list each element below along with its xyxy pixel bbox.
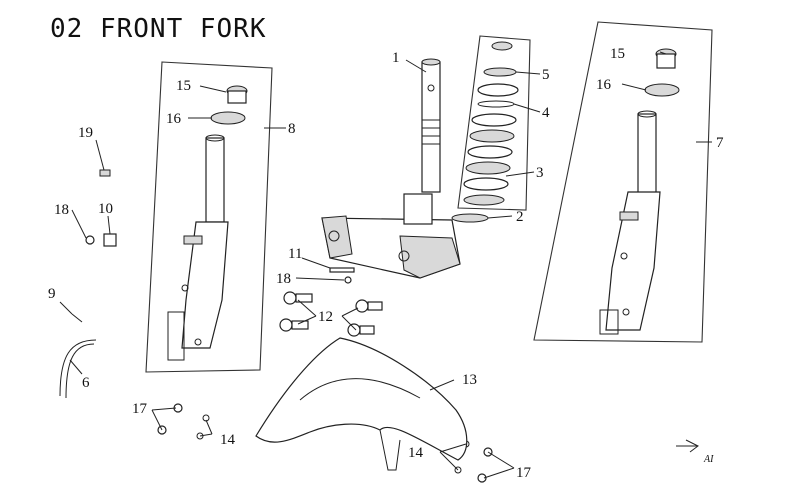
callout-17-left: 17	[132, 401, 148, 417]
callout-5: 5	[542, 67, 550, 83]
callout-11: 11	[288, 246, 302, 262]
callout-18-left: 18	[54, 202, 69, 218]
callout-4: 4	[542, 105, 550, 121]
callout-6: 6	[82, 375, 90, 391]
callout-13: 13	[462, 372, 477, 388]
left-fork-frame	[145, 61, 273, 373]
callout-15-right: 15	[610, 46, 625, 62]
leader-lines	[59, 51, 712, 479]
corner-mark: AI	[703, 454, 714, 465]
callout-2: 2	[516, 209, 524, 225]
callout-10: 10	[98, 201, 113, 217]
bearing-stack-frame	[457, 35, 531, 211]
callout-18-center: 18	[276, 271, 291, 287]
callout-7: 7	[716, 135, 724, 151]
callout-16-right: 16	[596, 77, 612, 93]
callout-16-left: 16	[166, 111, 182, 127]
orientation-arrow-icon	[676, 439, 699, 453]
triple-clamp	[321, 193, 461, 279]
small-hardware	[59, 169, 493, 483]
diagram-title: 02 FRONT FORK	[50, 14, 267, 44]
callout-17-right: 17	[516, 465, 532, 481]
callout-3: 3	[536, 165, 544, 181]
callout-12: 12	[318, 309, 333, 325]
right-fork-frame	[533, 21, 713, 343]
callout-15-left: 15	[176, 78, 191, 94]
callout-14-right: 14	[408, 445, 424, 461]
front-fender	[255, 337, 468, 471]
callout-14-left: 14	[220, 432, 236, 448]
right-fork-leg	[599, 48, 680, 335]
dust-seal	[451, 213, 489, 223]
callout-9: 9	[48, 286, 56, 302]
steering-stem	[421, 58, 441, 193]
left-fork-leg	[167, 85, 248, 361]
bearing-stack	[463, 41, 519, 206]
callout-1: 1	[392, 50, 400, 66]
callout-8: 8	[288, 121, 296, 137]
callout-19: 19	[78, 125, 93, 141]
